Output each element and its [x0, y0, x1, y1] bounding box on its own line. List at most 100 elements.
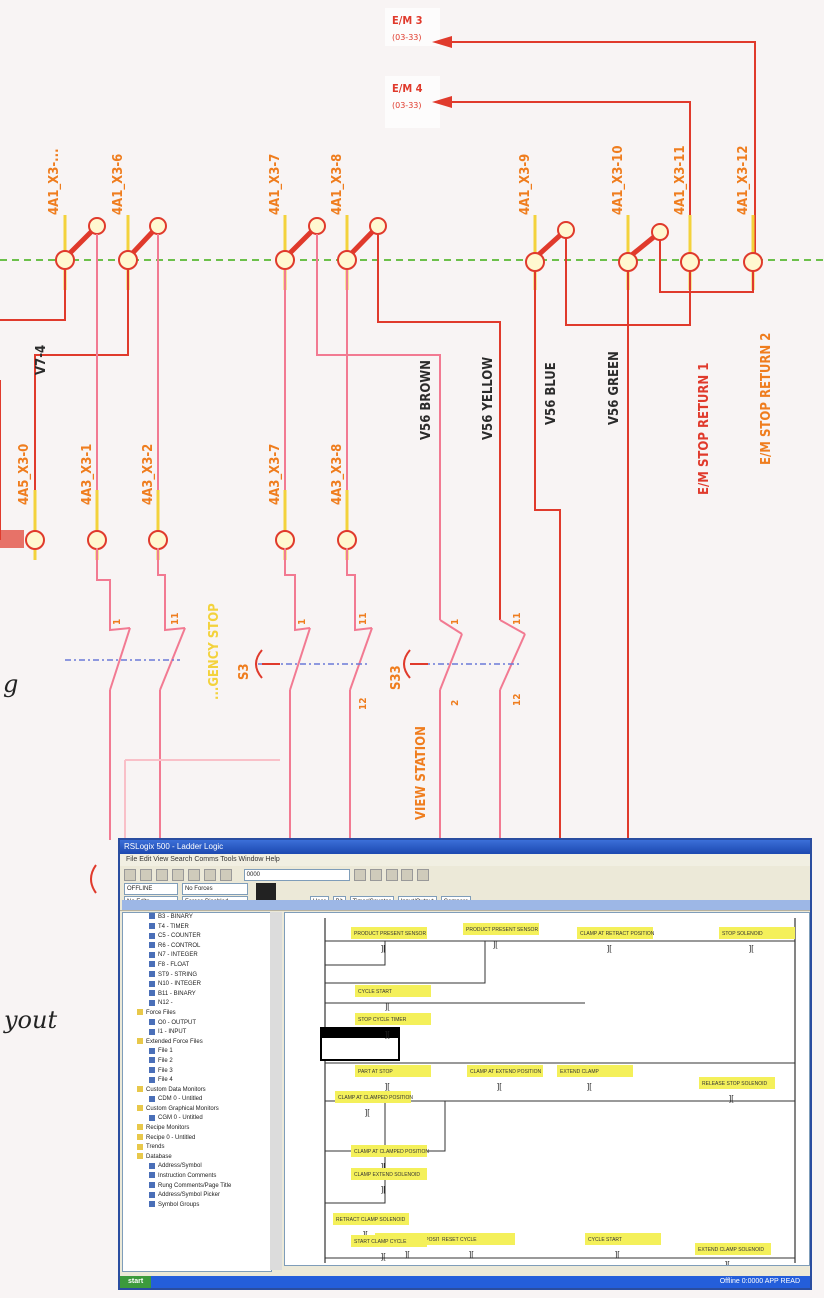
contact-symbol[interactable]: ][ [749, 944, 754, 953]
tree-item[interactable]: File 4 [123, 1076, 271, 1086]
switch-s33: S33 [389, 665, 404, 690]
tree-item-label: File 3 [158, 1067, 173, 1074]
tree-item[interactable]: Rung Comments/Page Title [123, 1182, 271, 1192]
tree-item[interactable]: F8 - FLOAT [123, 961, 271, 971]
contact-symbol[interactable]: ][ [385, 1002, 390, 1011]
contact-symbol[interactable]: ][ [405, 1250, 410, 1259]
tree-item[interactable]: Address/Symbol Picker [123, 1191, 271, 1201]
contact-symbol[interactable]: ][ [725, 1260, 730, 1266]
contact-symbol[interactable]: ][ [493, 940, 498, 949]
paste-icon[interactable] [219, 869, 232, 881]
contact-symbol[interactable]: ][ [385, 1030, 390, 1039]
handwriting-g: g [3, 670, 18, 698]
rung-tag-box [351, 1235, 427, 1247]
tree-item[interactable]: Force Files [123, 1009, 271, 1019]
tree-item[interactable]: File 1 [123, 1047, 271, 1057]
tree-item-label: Trends [146, 1144, 165, 1151]
monitor-icon[interactable] [417, 869, 430, 881]
wire-label-brown: V56 BROWN [419, 360, 434, 440]
rung-tag: EXTEND CLAMP SOLENOID [698, 1247, 764, 1253]
tree-item[interactable]: B3 - BINARY [123, 913, 271, 923]
tree-item[interactable]: O0 - OUTPUT [123, 1018, 271, 1029]
tree-item[interactable]: Symbol Groups [123, 1201, 271, 1211]
file-icon [149, 1076, 155, 1083]
tree-item[interactable]: T4 - TIMER [123, 923, 271, 933]
tree-item[interactable]: N7 - INTEGER [123, 951, 271, 961]
rung-tag: CLAMP AT CLAMPED POSITION [338, 1095, 413, 1101]
tree-item[interactable]: CGM 0 - Untitled [123, 1114, 271, 1124]
tree-item[interactable]: I1 - INPUT [123, 1028, 271, 1038]
contact-symbol[interactable]: ][ [385, 1082, 390, 1091]
ladder-editor[interactable]: PRODUCT PRESENT SENSOR][PRODUCT PRESENT … [284, 912, 810, 1266]
save-icon[interactable] [155, 869, 168, 881]
find-icon[interactable] [353, 869, 366, 881]
contact-symbol[interactable]: ][ [381, 1162, 386, 1171]
contact-symbol[interactable]: ][ [365, 1108, 370, 1117]
compile-icon[interactable] [401, 869, 414, 881]
terminal-label: 4A1_X3-10 [611, 146, 626, 215]
contact-symbol[interactable]: ][ [381, 944, 386, 953]
rung-tag: STOP SOLENOID [722, 931, 763, 937]
tree-item[interactable]: File 3 [123, 1066, 271, 1077]
print-icon[interactable] [171, 869, 184, 881]
tree-item[interactable]: Database [123, 1153, 271, 1163]
contact-symbol[interactable]: ][ [381, 1185, 386, 1194]
contact-symbol[interactable]: ][ [381, 1252, 386, 1261]
wire-label-blue: V56 BLUE [544, 362, 559, 425]
tree-item[interactable]: B11 - BINARY [123, 990, 271, 1000]
rung-tag: CLAMP AT RETRACT POSITION [580, 931, 655, 937]
tree-item[interactable]: Recipe 0 - Untitled [123, 1134, 271, 1144]
tree-item-label: Extended Force Files [146, 1038, 203, 1045]
rung-tag-box [699, 1077, 775, 1089]
tree-item[interactable]: ST9 - STRING [123, 970, 271, 981]
wire-label-yellow: V56 YELLOW [481, 357, 496, 440]
mode-offline[interactable]: OFFLINE [124, 883, 178, 895]
contact-symbol[interactable]: ][ [607, 944, 612, 953]
toolbar-row-status: OFFLINE No Forces [124, 883, 276, 907]
copy-icon[interactable] [203, 869, 216, 881]
tree-item[interactable]: Custom Data Monitors [123, 1086, 271, 1096]
file-icon [149, 932, 155, 939]
tree-item-label: File 2 [158, 1057, 173, 1064]
verify-icon[interactable] [385, 869, 398, 881]
open-icon[interactable] [139, 869, 152, 881]
tree-item[interactable]: Trends [123, 1143, 271, 1153]
tree-item-label: F8 - FLOAT [158, 961, 190, 968]
contact-symbol[interactable]: ][ [587, 1082, 592, 1091]
tree-item-label: R6 - CONTROL [158, 942, 201, 949]
terminal-label: 4A1_X3-8 [330, 154, 345, 215]
contact-symbol[interactable]: ][ [469, 1250, 474, 1259]
file-icon [149, 942, 155, 949]
file-icon [149, 990, 155, 997]
tree-item[interactable]: Custom Graphical Monitors [123, 1105, 271, 1115]
window-titlebar[interactable]: RSLogix 500 - Ladder Logic [120, 840, 810, 854]
contact-symbol[interactable]: ][ [615, 1250, 620, 1259]
contact-symbol[interactable]: ][ [497, 1082, 502, 1091]
zoom-icon[interactable] [369, 869, 382, 881]
tree-item[interactable]: Extended Force Files [123, 1038, 271, 1048]
file-icon [149, 1201, 155, 1208]
start-button[interactable]: start [120, 1276, 152, 1288]
tree-item[interactable]: N10 - INTEGER [123, 980, 271, 990]
file-select[interactable]: 0000 [243, 869, 350, 881]
tree-item[interactable]: File 2 [123, 1057, 271, 1067]
tree-item[interactable]: Instruction Comments [123, 1172, 271, 1182]
tree-item[interactable]: Recipe Monitors [123, 1124, 271, 1134]
tree-item-label: Force Files [146, 1009, 176, 1016]
tree-item[interactable]: C5 - COUNTER [123, 932, 271, 942]
forces-status[interactable]: No Forces [181, 883, 248, 895]
tree-scrollbar[interactable] [270, 912, 282, 1270]
tree-item[interactable]: Address/Symbol [123, 1162, 271, 1172]
tree-item-label: Instruction Comments [158, 1173, 217, 1180]
cut-icon[interactable] [187, 869, 200, 881]
tree-item[interactable]: CDM 0 - Untitled [123, 1095, 271, 1105]
rung-tag-box [585, 1233, 661, 1245]
em4-label: E/M 4 [392, 82, 423, 95]
tree-item[interactable]: R6 - CONTROL [123, 942, 271, 952]
new-icon[interactable] [124, 869, 136, 881]
contact-symbol[interactable]: ][ [363, 1230, 368, 1239]
contact-symbol[interactable]: ][ [729, 1094, 734, 1103]
tree-item[interactable]: N12 - [123, 999, 271, 1009]
menu-bar[interactable]: File Edit View Search Comms Tools Window… [120, 854, 810, 866]
